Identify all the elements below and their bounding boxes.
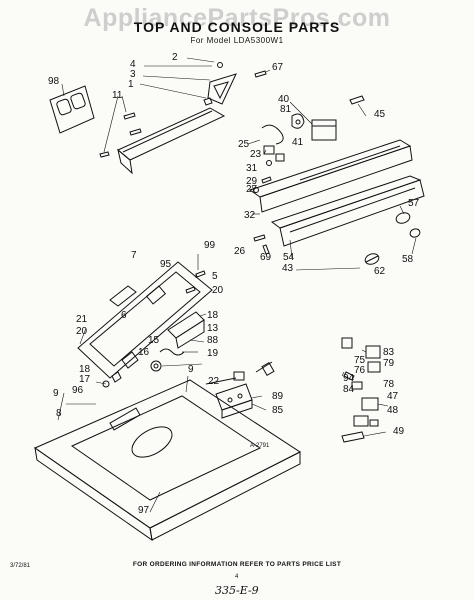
callout-97: 97	[138, 505, 150, 516]
part-47-connector	[361, 397, 379, 411]
callout-94: 94	[343, 373, 355, 384]
callout-20: 20	[76, 326, 88, 337]
leader-lines	[57, 57, 417, 513]
callout-45: 45	[374, 109, 386, 120]
callout-5: 5	[212, 271, 218, 282]
part-32-backsplash	[248, 139, 413, 213]
callout-27: 27	[246, 184, 258, 195]
callout-25: 25	[238, 139, 250, 150]
part-43-console-back	[270, 175, 425, 247]
callout-88: 88	[207, 335, 219, 346]
callout-54: 54	[283, 252, 295, 263]
callout-40: 40	[278, 94, 290, 105]
callout-29: 29	[246, 176, 258, 187]
callout-18: 18	[79, 364, 91, 375]
callout-15: 15	[148, 335, 160, 346]
callout-48: 48	[387, 405, 399, 416]
handwritten-note: 335-E-9	[215, 584, 259, 597]
callout-84: 84	[343, 384, 355, 395]
callout-57: 57	[408, 198, 420, 209]
callout-98: 98	[48, 76, 60, 87]
callout-47: 47	[387, 391, 399, 402]
part-16-switch	[102, 351, 139, 388]
part-88-spring	[150, 348, 185, 372]
part-1-console-panel	[117, 107, 226, 175]
callout-9: 9	[188, 364, 194, 375]
callout-75: 75	[354, 355, 366, 366]
ordering-footer: FOR ORDERING INFORMATION REFER TO PARTS …	[132, 561, 342, 568]
callout-3: 3	[130, 69, 136, 80]
part-49-wire-nut	[341, 431, 365, 443]
callout-23: 23	[250, 149, 262, 160]
callout-67: 67	[272, 62, 284, 73]
part-26-screw	[253, 234, 270, 255]
callout-7: 7	[131, 250, 137, 261]
part-45-plug	[349, 95, 365, 105]
callout-11: 11	[112, 90, 123, 101]
callout-78: 78	[383, 379, 395, 390]
part-98-bracket	[49, 85, 95, 134]
callout-96: 96	[72, 385, 84, 396]
callout-69: 69	[260, 252, 272, 263]
callout-9: 9	[53, 388, 59, 399]
callout-99: 99	[204, 240, 216, 251]
part-67-screw	[254, 70, 267, 78]
callout-19: 19	[207, 348, 219, 359]
page-title: TOP AND CONSOLE PARTS	[133, 19, 341, 35]
callout-43: 43	[282, 263, 294, 274]
part-40-switch-assembly	[291, 113, 337, 141]
callout-26: 26	[234, 246, 246, 257]
callout-2: 2	[172, 52, 178, 63]
part-11-screws	[99, 112, 142, 158]
diagram-code: A-2791	[250, 443, 270, 449]
callout-49: 49	[393, 426, 405, 437]
callout-8: 8	[56, 408, 62, 419]
callout-4: 4	[130, 59, 136, 70]
callout-31: 31	[246, 163, 258, 174]
callout-16: 16	[138, 347, 150, 358]
part-75-terminal	[341, 337, 381, 390]
callout-83: 83	[383, 347, 395, 358]
footer-code: 3/72/81	[10, 563, 31, 569]
part-3-clip-bracket	[203, 62, 237, 106]
part-58-knob	[395, 212, 421, 238]
callout-85: 85	[272, 405, 284, 416]
part-48-connector	[353, 415, 379, 427]
part-5-screw	[185, 270, 206, 294]
callout-21: 21	[76, 314, 88, 325]
callout-1: 1	[128, 79, 134, 90]
part-85-lid-switch	[215, 383, 253, 419]
callout-95: 95	[160, 259, 172, 270]
callout-89: 89	[272, 391, 284, 402]
page-number: 4	[235, 574, 239, 580]
part-13-hinge	[167, 311, 205, 349]
part-23-bracket	[253, 145, 285, 193]
callout-62: 62	[374, 266, 386, 277]
callout-58: 58	[402, 254, 414, 265]
part-89-wire-connector	[205, 361, 275, 385]
watermark: AppliancePartsPros.com	[83, 4, 391, 32]
callout-18: 18	[207, 310, 219, 321]
callout-79: 79	[383, 358, 395, 369]
callout-13: 13	[207, 323, 219, 334]
callout-20: 20	[212, 285, 224, 296]
part-7-lid	[77, 261, 213, 379]
part-top-cabinet	[33, 379, 301, 542]
callout-22: 22	[208, 376, 220, 387]
callout-76: 76	[354, 365, 366, 376]
part-41-wire	[261, 124, 284, 145]
callout-6: 6	[121, 310, 127, 321]
part-62-dial	[364, 253, 380, 265]
callout-32: 32	[244, 210, 256, 221]
model-subtitle: For Model LDA5300W1	[190, 36, 284, 45]
callout-17: 17	[79, 374, 91, 385]
callout-81: 81	[280, 104, 292, 115]
callout-41: 41	[292, 137, 304, 148]
